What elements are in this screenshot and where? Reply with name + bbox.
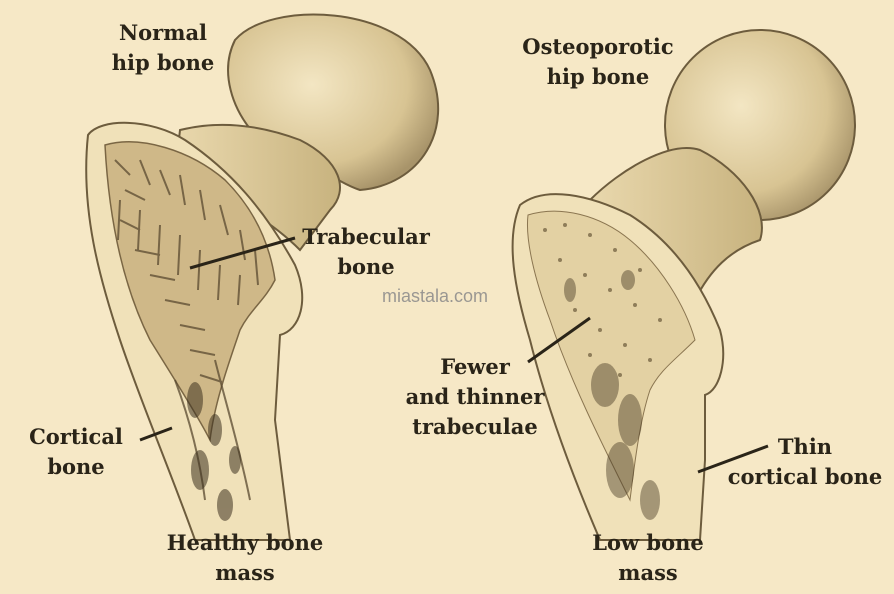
normal-hip-title: Normal hip bone: [108, 18, 218, 78]
healthy-bone-mass-caption: Healthy bone mass: [150, 528, 340, 588]
thin-cortical-bone-label: Thin cortical bone: [720, 432, 890, 492]
low-bone-mass-caption: Low bone mass: [568, 528, 728, 588]
osteoporotic-hip-title: Osteoporotic hip bone: [518, 32, 678, 92]
trabecular-bone-label: Trabecular bone: [296, 222, 436, 282]
cortical-bone-label: Cortical bone: [14, 422, 138, 482]
fewer-thinner-trabeculae-label: Fewer and thinner trabeculae: [396, 352, 554, 442]
watermark: miastala.com: [382, 286, 488, 307]
